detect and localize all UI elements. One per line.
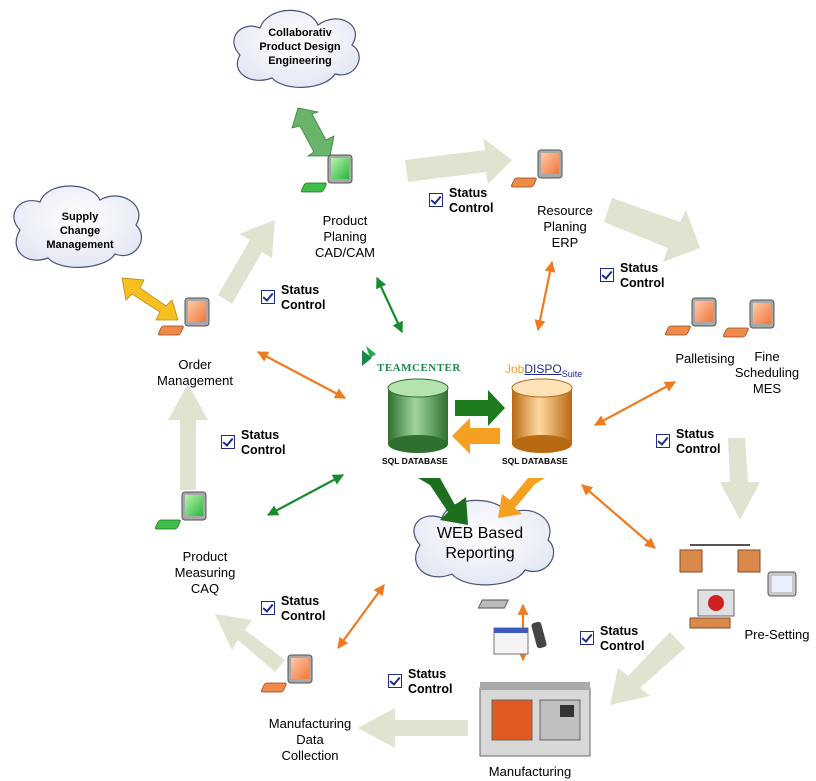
label-resource-planing: Resource Planing ERP xyxy=(537,203,593,250)
link-caq xyxy=(267,474,344,516)
cloud-collab-label: Collaborativ Product Design Engineering xyxy=(259,27,341,67)
db-to-web-green xyxy=(418,478,468,525)
label-fine-scheduling: Fine Scheduling MES xyxy=(734,349,800,396)
label-pre-setting: Pre-Setting xyxy=(744,627,810,642)
cycle-arrow-8 xyxy=(218,220,275,304)
jobdispo-suite: Suite xyxy=(561,369,583,380)
sql-database-green xyxy=(387,378,449,453)
checkbox-icon xyxy=(261,290,275,304)
jobdispo-dispo: DISPO xyxy=(524,362,562,376)
label-caq: Product Measuring CAQ xyxy=(174,549,236,596)
db-to-web-orange xyxy=(498,478,545,518)
supply-double-arrow xyxy=(121,277,179,321)
collab-double-arrow xyxy=(291,107,335,157)
cloud-collab xyxy=(233,9,360,88)
teamcenter-label: TEAMCENTER xyxy=(377,362,461,374)
pc-erp-icon xyxy=(510,149,563,188)
db-label-left: SQL DATABASE xyxy=(382,456,448,466)
db-sync-arrow-green xyxy=(455,390,505,426)
db-sync-arrow-orange xyxy=(452,418,500,454)
sql-database-orange xyxy=(511,378,573,453)
checkbox-icon xyxy=(600,268,614,282)
cycle-arrow-6 xyxy=(215,614,285,672)
cycle-arrow-3 xyxy=(720,438,760,520)
link-presetting xyxy=(581,484,656,549)
jobdispo-job: Job xyxy=(505,362,525,376)
label-palletising: Palletising xyxy=(675,351,735,366)
web-reporting-label: WEB Based Reporting xyxy=(436,525,524,562)
label-order-management: Order Management xyxy=(157,357,233,388)
checkbox-icon xyxy=(388,674,402,688)
manufacturing-machine-icon xyxy=(479,682,591,757)
jobdispo-logo: JobDISPOSuite xyxy=(505,360,582,379)
pc-mes-icon xyxy=(722,299,775,338)
checkbox-icon xyxy=(221,435,235,449)
teamcenter-logo xyxy=(362,346,376,366)
cycle-arrow-7 xyxy=(168,384,208,490)
checkbox-icon xyxy=(261,601,275,615)
cycle-arrows xyxy=(168,138,760,748)
cycle-arrow-5 xyxy=(358,708,468,748)
orange-links xyxy=(257,260,676,662)
link-mes xyxy=(594,381,676,426)
web-devices-icon xyxy=(493,621,547,655)
label-manufacturing: Manufacturing xyxy=(488,764,572,779)
link-mdc xyxy=(337,584,385,649)
db-label-right: SQL DATABASE xyxy=(502,456,568,466)
checkbox-icon xyxy=(429,193,443,207)
cycle-arrow-2 xyxy=(604,198,700,262)
green-links xyxy=(267,277,403,516)
link-order xyxy=(257,351,346,399)
checkbox-icon xyxy=(656,434,670,448)
pc-caq-icon xyxy=(154,491,207,530)
pre-setting-machine-icon xyxy=(477,544,797,629)
pc-palletising-icon xyxy=(664,297,717,336)
checkbox-icon xyxy=(580,631,594,645)
cycle-arrow-1 xyxy=(405,138,512,184)
cloud-supply-label: Supply Change Management xyxy=(46,211,114,251)
cycle-arrow-4 xyxy=(610,632,685,705)
link-erp xyxy=(534,260,556,332)
cloud-supply xyxy=(13,185,142,268)
pc-cadcam-icon xyxy=(300,154,353,193)
link-cadcam xyxy=(376,277,403,333)
label-mdc: Manufacturing Data Collection xyxy=(268,716,352,763)
label-product-planing: Product Planing CAD/CAM xyxy=(315,213,375,260)
